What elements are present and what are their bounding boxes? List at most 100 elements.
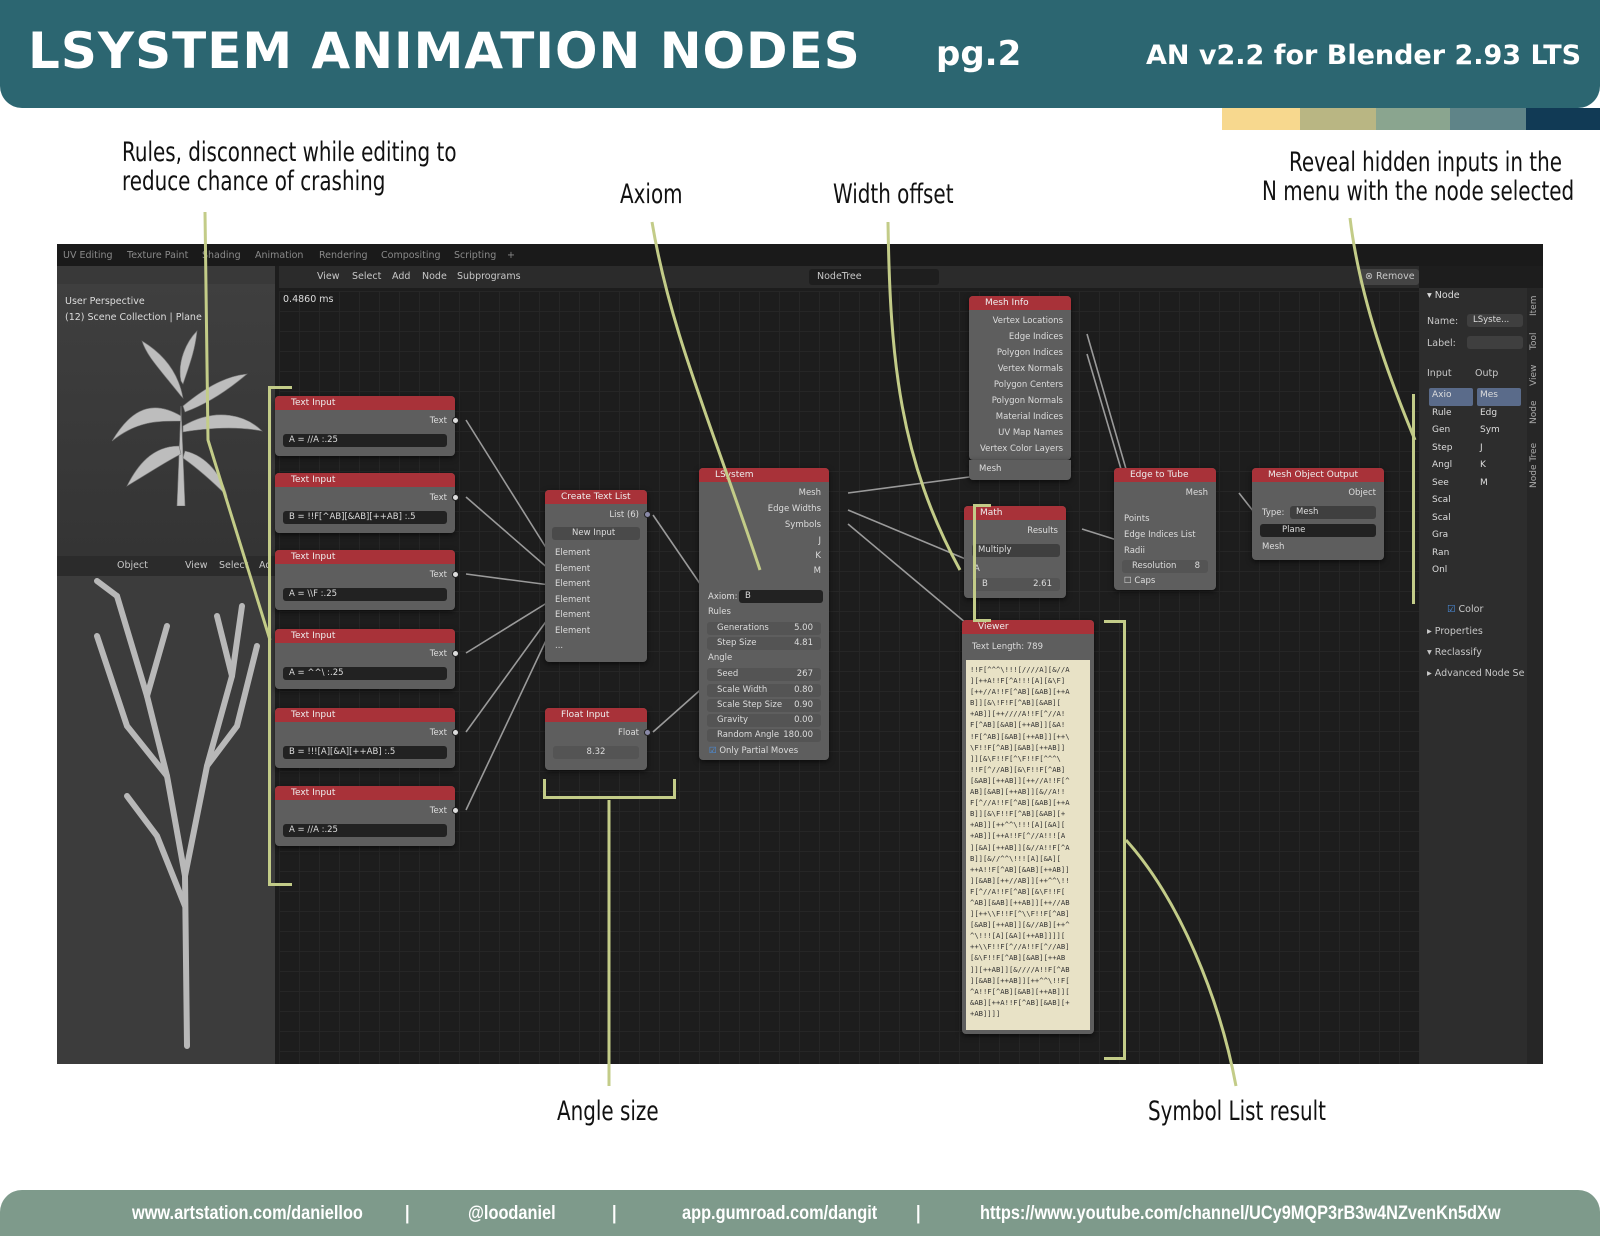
- text-field[interactable]: A = \\F :.25: [283, 588, 447, 601]
- node-tree-select[interactable]: NodeTree: [809, 269, 939, 285]
- text-input-node[interactable]: Text Input Text A = //A :.25: [275, 396, 459, 456]
- hidden-input-item[interactable]: Onl: [1432, 565, 1448, 575]
- viewport-header: Object View Select Ad: [57, 556, 275, 576]
- text-input-node[interactable]: Text Input Text A = \\F :.25: [275, 550, 459, 610]
- menu-view[interactable]: View: [317, 271, 340, 282]
- youtube-link[interactable]: https://www.youtube.com/channel/UCy9MQP3…: [980, 1203, 1501, 1224]
- hidden-output-item[interactable]: J: [1480, 442, 1483, 453]
- caps-checkbox[interactable]: ☐ Caps: [1124, 576, 1155, 586]
- node-section-header[interactable]: ▾ Node: [1427, 290, 1460, 301]
- text-input-node[interactable]: Text Input Text A = ^^\ :.25: [275, 629, 459, 689]
- text-field[interactable]: B = !!![A][&A][++AB] :.5: [283, 746, 447, 759]
- menu-add[interactable]: Add: [392, 271, 411, 282]
- text-field[interactable]: A = //A :.25: [283, 434, 447, 447]
- mesh-info-input[interactable]: Mesh: [969, 460, 1071, 480]
- hidden-input-item[interactable]: Step: [1432, 442, 1453, 453]
- menu-select[interactable]: Select: [352, 271, 382, 282]
- advanced-section[interactable]: ▸ Advanced Node Se: [1427, 668, 1524, 679]
- create-text-list-node[interactable]: Create Text List List (6) New Input Elem…: [545, 490, 651, 662]
- reclassify-section[interactable]: ▾ Reclassify: [1427, 647, 1482, 658]
- text-input-node[interactable]: Text Input Text A = //A :.25: [275, 786, 459, 846]
- hidden-input-item[interactable]: Gen: [1432, 425, 1451, 435]
- hidden-output-item[interactable]: M: [1480, 477, 1488, 488]
- output-socket[interactable]: [452, 571, 459, 578]
- text-field[interactable]: A = //A :.25: [283, 824, 447, 837]
- hidden-output-item[interactable]: Mes: [1477, 388, 1521, 406]
- hidden-output-item[interactable]: K: [1480, 460, 1486, 470]
- properties-section[interactable]: ▸ Properties: [1427, 626, 1483, 637]
- mesh-info-node[interactable]: Mesh Info Vertex Locations Edge Indices …: [969, 296, 1071, 460]
- hidden-input-item[interactable]: Gra: [1432, 530, 1449, 540]
- menu-node[interactable]: Node: [422, 271, 447, 282]
- mode-select[interactable]: Object: [117, 560, 148, 571]
- menu-subprograms[interactable]: Subprograms: [457, 271, 521, 282]
- text-field[interactable]: A = ^^\ :.25: [283, 667, 447, 680]
- add-workspace-button[interactable]: +: [507, 250, 515, 261]
- output-socket[interactable]: [644, 729, 651, 736]
- output-socket[interactable]: [644, 511, 651, 518]
- float-value-field[interactable]: 8.32: [553, 746, 639, 759]
- label-field[interactable]: [1467, 336, 1523, 349]
- mesh-object-output-node[interactable]: Mesh Object Output Object Type: Mesh Pla…: [1252, 468, 1384, 560]
- hidden-input-item[interactable]: Scal: [1432, 495, 1451, 505]
- gumroad-link[interactable]: app.gumroad.com/dangit: [682, 1203, 878, 1224]
- viewer-line: ][&AB][++AB]][++^^\!!F[: [970, 975, 1070, 985]
- output-socket[interactable]: [452, 494, 459, 501]
- text-input-node[interactable]: Text Input Text B = !!F[^AB][&AB][++AB] …: [275, 473, 459, 533]
- 3d-viewport-top[interactable]: User Perspective (12) Scene Collection |…: [57, 266, 275, 556]
- type-select[interactable]: Mesh: [1290, 506, 1376, 519]
- hidden-input-item[interactable]: Angl: [1432, 460, 1453, 470]
- twitter-link[interactable]: @loodaniel: [468, 1203, 556, 1224]
- tab-texture-paint[interactable]: Texture Paint: [127, 250, 189, 261]
- node-editor-grid[interactable]: [279, 291, 1419, 1064]
- output-socket[interactable]: [452, 729, 459, 736]
- hidden-input-item[interactable]: Ran: [1432, 547, 1450, 558]
- tab-shading[interactable]: Shading: [202, 250, 241, 261]
- hidden-input-item[interactable]: Axio: [1429, 388, 1473, 406]
- float-input-node[interactable]: Float Input Float 8.32: [545, 708, 651, 770]
- operation-select[interactable]: Multiply: [972, 544, 1060, 557]
- lsystem-node[interactable]: LSystem Mesh Edge Widths Symbols J K M A…: [699, 468, 829, 760]
- output-socket[interactable]: [452, 417, 459, 424]
- hidden-input-item[interactable]: See: [1432, 477, 1449, 488]
- tab-rendering[interactable]: Rendering: [319, 250, 368, 261]
- artstation-link[interactable]: www.artstation.com/danielloo: [132, 1203, 363, 1224]
- output-socket[interactable]: [452, 650, 459, 657]
- partial-moves-checkbox[interactable]: ☑ Only Partial Moves: [709, 746, 798, 756]
- new-input-button[interactable]: New Input: [552, 527, 640, 540]
- 3d-viewport-bottom[interactable]: [57, 576, 275, 1064]
- node-title: Mesh Info: [969, 296, 1071, 310]
- object-field[interactable]: Plane: [1260, 524, 1376, 537]
- hidden-input-item[interactable]: Rule: [1432, 407, 1452, 418]
- hidden-input-item[interactable]: Scal: [1432, 512, 1451, 523]
- menu-select[interactable]: Select: [219, 560, 249, 571]
- edge-to-tube-node[interactable]: Edge to Tube Mesh Points Edge Indices Li…: [1114, 468, 1216, 590]
- axiom-field[interactable]: B: [739, 590, 823, 603]
- menu-add[interactable]: Ad: [259, 560, 272, 571]
- menu-view[interactable]: View: [185, 560, 208, 571]
- name-field[interactable]: LSyste...: [1467, 314, 1523, 327]
- tab-uv-editing[interactable]: UV Editing: [63, 250, 113, 261]
- text-field[interactable]: B = !!F[^AB][&AB][++AB] :.5: [283, 511, 447, 524]
- hidden-output-item[interactable]: Sym: [1480, 425, 1500, 435]
- hidden-output-item[interactable]: Edg: [1480, 407, 1498, 418]
- output-socket[interactable]: [452, 807, 459, 814]
- color-checkbox[interactable]: ☑ Color: [1447, 604, 1483, 615]
- tab-scripting[interactable]: Scripting: [454, 250, 497, 261]
- viewer-node[interactable]: Viewer Text Length: 789 !!F[^^^\!!![////…: [962, 620, 1094, 1034]
- text-input-node[interactable]: Text Input Text B = !!![A][&A][++AB] :.5: [275, 708, 459, 768]
- viewer-line: ]][&\F!!F[^\F!!F[^^^\: [970, 753, 1061, 763]
- remove-button[interactable]: ⊗ Remove: [1359, 269, 1419, 285]
- tab-animation[interactable]: Animation: [255, 250, 304, 261]
- tab-compositing[interactable]: Compositing: [381, 250, 441, 261]
